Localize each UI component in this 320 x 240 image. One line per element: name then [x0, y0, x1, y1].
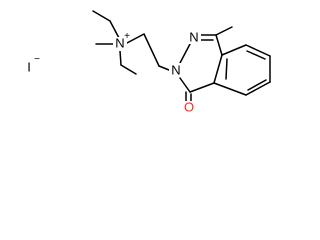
benzo-ring-bonds — [213, 44, 271, 96]
bond-linker-ring-n — [158, 65, 170, 71]
bond-c4a-c8a — [213, 54, 223, 84]
bond-n-linker — [126, 33, 145, 44]
bond-linker-chain — [143, 33, 160, 67]
atom-labels: I − N + N N O — [27, 29, 201, 115]
iodine-charge: − — [34, 54, 40, 65]
atom-label-ring-n2: N — [171, 62, 180, 77]
atom-label-ring-n3: N — [189, 29, 198, 44]
ammonium-group-bonds — [92, 10, 170, 75]
bond-c5-c6 — [245, 44, 271, 57]
atom-label-carbonyl-o: O — [184, 99, 194, 114]
bond-c1-n2 — [179, 77, 191, 93]
chemical-structure-diagram: I − N + N N O — [27, 10, 271, 115]
bond-c8a-c1 — [189, 82, 215, 93]
bond-c4a-c8a-inner — [225, 58, 228, 80]
atom-label-iodine: I — [27, 59, 31, 74]
bond-n-upper-ethyl — [109, 20, 120, 39]
bond-c8-c8a — [213, 82, 247, 96]
bond-c4-methyl — [215, 26, 233, 36]
bond-n-lower-ethyl — [119, 50, 122, 66]
bond-upper-ethyl-chain — [92, 10, 111, 22]
bond-c7-c8-inner — [247, 79, 267, 91]
bond-c5-c6-inner — [246, 50, 266, 60]
bond-c4a-c5 — [221, 44, 247, 56]
bond-n2-n3 — [179, 43, 191, 64]
bond-c7-c8 — [245, 81, 271, 96]
atom-label-ammonium-n: N — [115, 35, 124, 50]
ammonium-charge: + — [124, 31, 130, 42]
bond-lower-ethyl-chain — [120, 64, 137, 75]
bond-c4-c4a — [215, 34, 223, 56]
